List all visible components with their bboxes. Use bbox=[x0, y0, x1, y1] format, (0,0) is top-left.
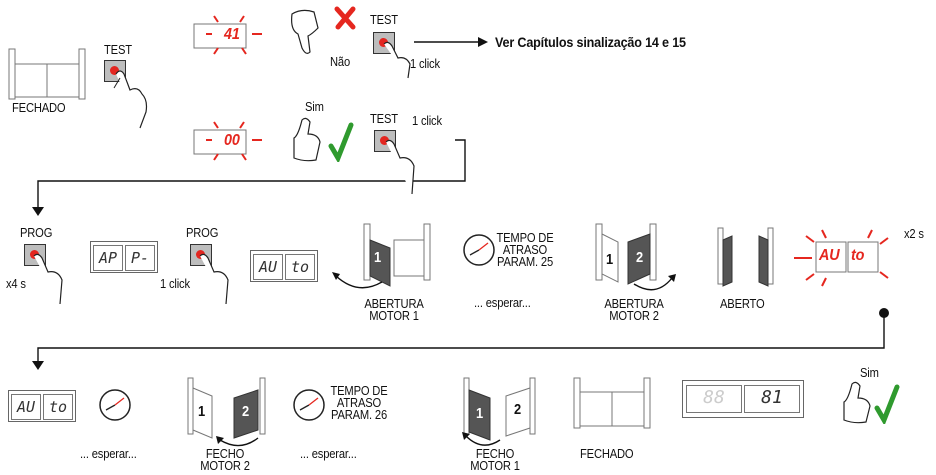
one-click-label-2: 1 click bbox=[412, 113, 442, 128]
abertura-motor2-line2: MOTOR 2 bbox=[609, 308, 659, 323]
test-label-3: TEST bbox=[370, 111, 398, 126]
display-au-cell-2: AU bbox=[11, 394, 41, 420]
clock-icon bbox=[462, 233, 496, 267]
gate-closing-motor1-icon: 1 2 bbox=[460, 376, 550, 448]
display-error: 41 bbox=[192, 14, 272, 56]
error-code: 41 bbox=[224, 26, 240, 43]
clock-icon-3 bbox=[292, 388, 326, 422]
esperar-label: ... esperar... bbox=[474, 295, 531, 310]
display-ap: AP P- bbox=[90, 241, 158, 273]
param25-label: PARAM. 25 bbox=[496, 254, 554, 269]
display-au-cell: AU bbox=[253, 254, 283, 280]
display-final: 88 81 bbox=[682, 380, 804, 418]
hand-press-icon-5 bbox=[196, 252, 236, 308]
esperar-label-2: ... esperar... bbox=[80, 446, 137, 461]
abertura-motor1-line1: ABERTURA bbox=[364, 296, 424, 311]
green-check-icon-2 bbox=[874, 384, 900, 424]
gate-closing-motor2-icon: 1 2 bbox=[186, 376, 276, 448]
test-label-2: TEST bbox=[370, 12, 398, 27]
tempo-atraso-line1: TEMPO DE bbox=[496, 230, 554, 245]
fecho-motor2-line2: MOTOR 2 bbox=[200, 458, 250, 473]
blink-to: to bbox=[851, 247, 865, 264]
x4s-label: x4 s bbox=[6, 276, 26, 291]
abertura-motor2-line1: ABERTURA bbox=[604, 296, 664, 311]
leaf-number-1d: 1 bbox=[476, 405, 484, 422]
display-auto-blink: AU to bbox=[792, 228, 912, 288]
abertura-motor1-line2: MOTOR 1 bbox=[369, 308, 419, 323]
display-to-cell-2: to bbox=[43, 394, 73, 420]
one-click-label-3: 1 click bbox=[160, 276, 190, 291]
display-to-cell: to bbox=[285, 254, 315, 280]
tempo-atraso-line2: ATRASO bbox=[502, 242, 548, 257]
test-label: TEST bbox=[104, 42, 132, 57]
gate-open-icon bbox=[716, 226, 776, 296]
leaf-number-2: 2 bbox=[636, 249, 644, 266]
clock-icon-2 bbox=[98, 388, 132, 422]
leaf-number-2c: 2 bbox=[514, 401, 522, 418]
leaf-number-2b: 2 bbox=[242, 403, 250, 420]
fecho-motor1-line2: MOTOR 1 bbox=[470, 458, 520, 473]
ver-capitulos-text: Ver Capítulos sinalização 14 e 15 bbox=[495, 34, 686, 50]
display-pdash-cell: P- bbox=[125, 245, 155, 271]
hand-press-icon-3 bbox=[382, 138, 422, 198]
green-check-icon bbox=[328, 122, 354, 162]
tempo-atraso-line1-2: TEMPO DE bbox=[330, 383, 388, 398]
hand-press-icon bbox=[110, 68, 152, 130]
nao-label: Não bbox=[330, 54, 350, 69]
leaf-number-1c: 1 bbox=[198, 403, 206, 420]
blink-au: AU bbox=[819, 247, 840, 264]
leaf-number-1b: 1 bbox=[606, 251, 614, 268]
x2s-label: x2 s bbox=[904, 226, 924, 241]
sim-label-2: Sim bbox=[860, 365, 879, 380]
sim-label: Sim bbox=[305, 99, 324, 114]
fechado-label-2: FECHADO bbox=[580, 446, 634, 461]
thumb-up-icon bbox=[288, 116, 324, 164]
param26-label: PARAM. 26 bbox=[330, 407, 388, 422]
gate-closed-icon bbox=[8, 48, 86, 100]
fecho-motor2-line1: FECHO bbox=[205, 446, 245, 461]
fechado-label: FECHADO bbox=[12, 100, 66, 115]
display-auto-2: AU to bbox=[8, 390, 76, 422]
display-ap-cell: AP bbox=[93, 245, 123, 271]
tempo-atraso-line2-2: ATRASO bbox=[336, 395, 382, 410]
display-final-cell-1: 88 bbox=[686, 385, 742, 413]
display-final-cell-2: 81 bbox=[744, 385, 800, 413]
esperar-label-3: ... esperar... bbox=[300, 446, 357, 461]
aberto-label: ABERTO bbox=[720, 296, 765, 311]
one-click-label: 1 click bbox=[410, 56, 440, 71]
display-auto: AU to bbox=[250, 250, 318, 282]
hand-press-icon-4 bbox=[30, 252, 70, 308]
thumb-down-icon bbox=[288, 8, 324, 56]
red-x-icon bbox=[334, 6, 356, 30]
hand-press-icon-2 bbox=[380, 40, 416, 80]
gate-closed-icon-2 bbox=[572, 376, 652, 432]
thumb-up-icon-2 bbox=[838, 380, 874, 426]
display-ok: 00 bbox=[192, 120, 272, 162]
fecho-motor1-line1: FECHO bbox=[475, 446, 515, 461]
ok-code: 00 bbox=[224, 132, 240, 149]
gate-opening-motor1-icon: 1 bbox=[330, 222, 434, 298]
prog-label: PROG bbox=[20, 225, 53, 240]
leaf-number-1: 1 bbox=[374, 249, 382, 266]
gate-opening-motor2-icon: 1 2 bbox=[594, 222, 684, 298]
prog-label-2: PROG bbox=[186, 225, 219, 240]
